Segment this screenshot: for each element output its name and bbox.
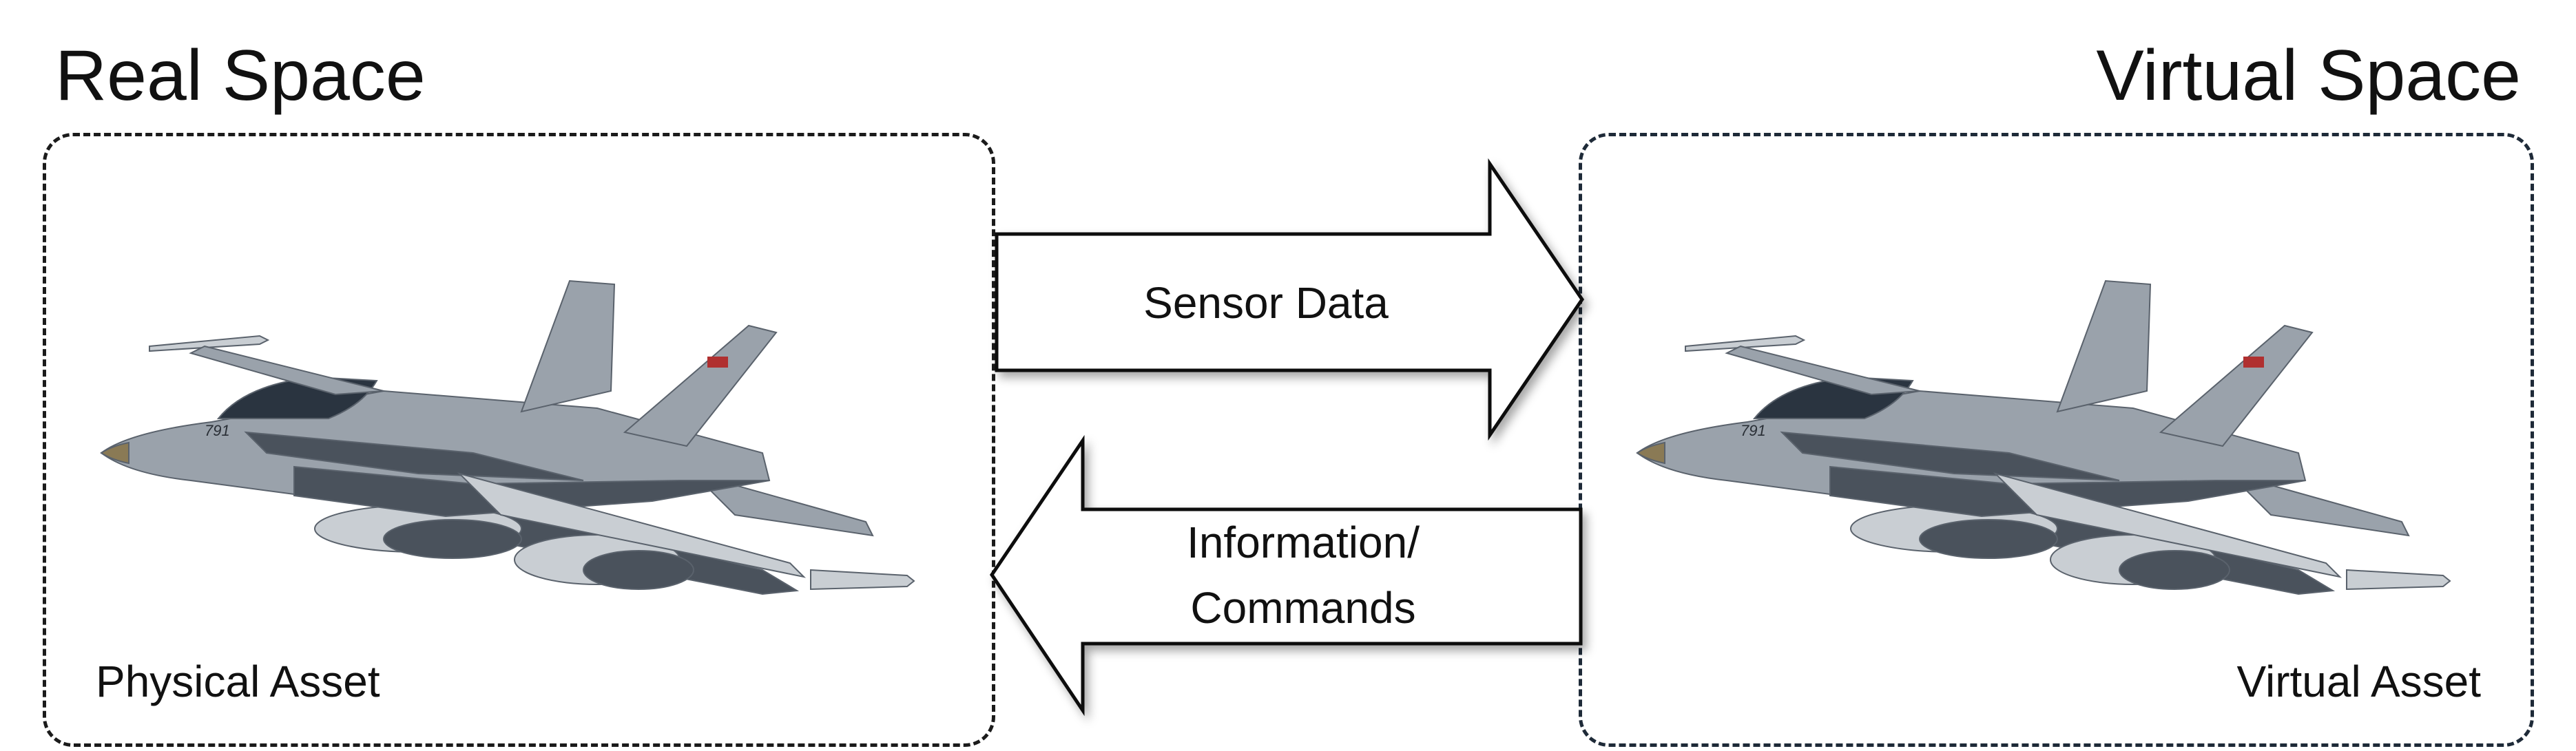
virtual-space-title: Virtual Space (2096, 36, 2521, 116)
tail-number: 791 (1741, 422, 1766, 439)
tail-number: 791 (205, 422, 230, 439)
information-commands-label-line2: Commands (1190, 583, 1415, 633)
virtual-asset-label: Virtual Asset (2236, 657, 2481, 706)
information-commands-label-line1: Information/ (1187, 518, 1420, 567)
physical-asset-label: Physical Asset (96, 657, 380, 706)
fighter-jet-icon: 791 (1636, 279, 2451, 595)
virtual-space-panel: 791 Virtual Asset (1579, 133, 2534, 747)
sensor-data-arrow (995, 158, 1585, 441)
real-space-panel: 791 Physical Asset (43, 133, 995, 747)
information-commands-arrow (989, 434, 1583, 717)
sensor-data-label: Sensor Data (1143, 278, 1389, 328)
fighter-jet-icon: 791 (100, 279, 915, 595)
real-space-title: Real Space (55, 36, 426, 116)
